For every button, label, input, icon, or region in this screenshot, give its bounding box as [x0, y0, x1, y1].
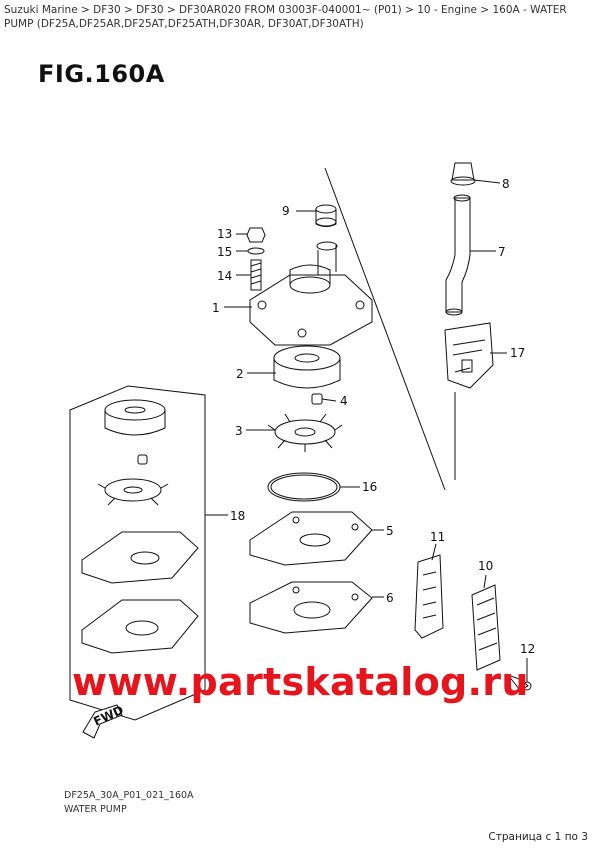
part-14-stud [250, 259, 262, 291]
part-3-impeller [267, 413, 343, 452]
callout-12[interactable]: 12 [520, 642, 535, 656]
part-9-grommet [315, 204, 337, 227]
kit-18-key [137, 454, 148, 465]
guide-line [324, 167, 446, 491]
kit-18-plate [81, 599, 199, 654]
figure-title: FIG.160A [38, 60, 165, 88]
callout-10[interactable]: 10 [478, 559, 493, 573]
callout-1[interactable]: 1 [212, 301, 220, 315]
part-7-hose [445, 194, 471, 316]
kit-18-liner [104, 399, 166, 436]
page-counter: Страница с 1 по 3 [488, 831, 588, 843]
part-10-filter [471, 584, 501, 671]
part-5-gasket [249, 511, 373, 566]
watermark: www.partskatalog.ru [72, 660, 529, 704]
part-17-holder [444, 322, 494, 389]
part-13-nut [246, 227, 266, 243]
part-2-liner [273, 345, 341, 389]
part-8-grommet [450, 162, 476, 186]
callout-8[interactable]: 8 [502, 177, 510, 191]
figure-name: WATER PUMP [64, 804, 127, 815]
callout-17[interactable]: 17 [510, 346, 525, 360]
callout-16[interactable]: 16 [362, 480, 377, 494]
part-4-key [311, 393, 323, 405]
part-16-o-ring [267, 472, 341, 502]
callout-14[interactable]: 14 [217, 269, 232, 283]
callout-18[interactable]: 18 [230, 509, 245, 523]
fwd-arrow-icon [82, 704, 123, 739]
kit-18-impeller [97, 478, 169, 506]
callout-2[interactable]: 2 [236, 367, 244, 381]
kit-18-gasket [81, 531, 199, 584]
figure-code: DF25A_30A_P01_021_160A [64, 790, 194, 801]
callout-11[interactable]: 11 [430, 530, 445, 544]
callout-4[interactable]: 4 [340, 394, 348, 408]
callout-6[interactable]: 6 [386, 591, 394, 605]
callout-3[interactable]: 3 [235, 424, 243, 438]
callout-9[interactable]: 9 [282, 204, 290, 218]
part-11-cover [414, 554, 444, 639]
callout-13[interactable]: 13 [217, 227, 232, 241]
fwd-label: FWD [91, 703, 125, 729]
kit-outline [69, 385, 206, 721]
callout-7[interactable]: 7 [498, 245, 506, 259]
callout-5[interactable]: 5 [386, 524, 394, 538]
breadcrumb[interactable]: Suzuki Marine > DF30 > DF30 > DF30AR020 … [4, 4, 567, 30]
callout-15[interactable]: 15 [217, 245, 232, 259]
part-6-plate [249, 581, 373, 634]
part-15-washer [247, 247, 265, 255]
part-1-pump-housing [249, 241, 373, 346]
